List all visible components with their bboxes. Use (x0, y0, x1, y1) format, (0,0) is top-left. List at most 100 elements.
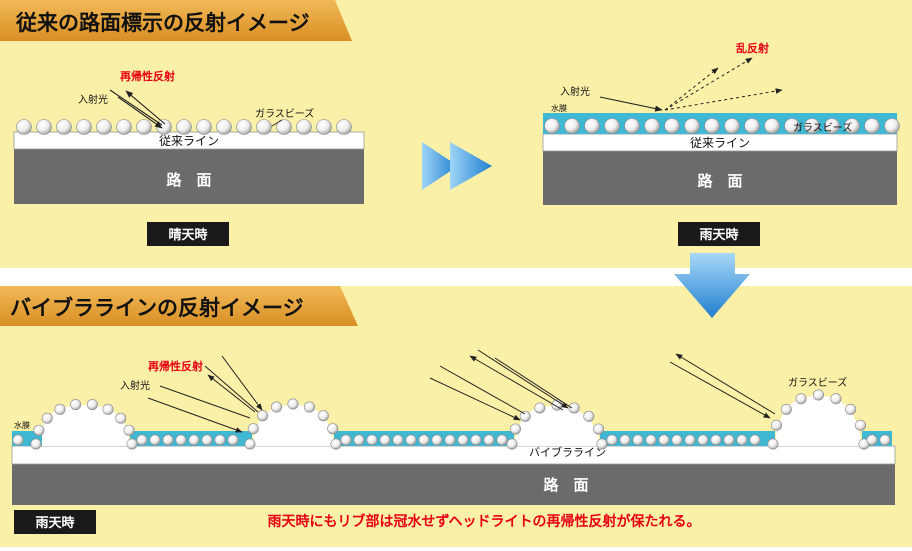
glass-bead (812, 389, 824, 401)
road-surface (12, 463, 895, 505)
glass-bead (697, 434, 709, 446)
retro-reflection-arrow (125, 90, 166, 125)
rib (775, 395, 862, 446)
glass-bead (196, 119, 212, 135)
glass-bead (216, 119, 232, 135)
incident-light-arrow (599, 96, 663, 112)
rainy-section: 路 面 従来ライン 乱反射 入射光 水膜 ガラスビーズ 雨天時 (542, 41, 900, 246)
line-label: バイブラライン (529, 445, 606, 459)
glass-bead (884, 118, 900, 134)
retro-label: 再帰性反射 (148, 359, 203, 373)
glass-bead (723, 434, 735, 446)
rainy-badge-text: 雨天時 (699, 227, 738, 243)
rainy-badge-text: 雨天時 (35, 515, 74, 531)
beads-leader (271, 119, 283, 127)
rib (252, 404, 334, 446)
glass-bead (336, 119, 352, 135)
glass-bead (645, 434, 657, 446)
vibra-section: 路 面 バイブラライン (11, 349, 896, 534)
rib (514, 405, 600, 446)
glass-bead (102, 403, 114, 415)
glass-bead (830, 393, 842, 405)
line-label: 従来ライン (159, 134, 219, 148)
glass-bead (470, 434, 482, 446)
glass-bead (684, 434, 696, 446)
ray-pair (469, 349, 573, 411)
glass-bead (509, 423, 521, 435)
glass-bead (506, 438, 518, 450)
glass-bead (201, 434, 213, 446)
glass-bead (824, 118, 840, 134)
glass-bead (30, 438, 42, 450)
glass-bead (56, 119, 72, 135)
glass-beads-row (12, 389, 891, 450)
glass-bead (864, 118, 880, 134)
glass-bead (632, 434, 644, 446)
glass-bead (844, 118, 860, 134)
glass-bead (724, 118, 740, 134)
incident-label: 入射光 (120, 379, 150, 392)
glass-bead (123, 424, 135, 436)
glass-bead (303, 401, 315, 413)
glass-bead (256, 119, 272, 135)
sunny-badge (147, 222, 229, 246)
glass-bead (736, 434, 748, 446)
glass-bead (583, 410, 595, 422)
scatter-label: 乱反射 (736, 41, 769, 55)
beads-label: ガラスビーズ (793, 121, 852, 134)
glass-bead (596, 438, 608, 450)
top-title: 従来の路面標示の反射イメージ (15, 11, 310, 35)
glass-bead (749, 434, 761, 446)
vibra-line (11, 445, 896, 465)
water-film-label: 水膜 (551, 103, 567, 113)
glass-bead (244, 438, 256, 450)
glass-bead (710, 434, 722, 446)
glass-bead (12, 434, 24, 446)
glass-bead (149, 434, 161, 446)
road-surface (543, 150, 897, 205)
scatter-arrow (664, 57, 753, 111)
glass-bead (327, 423, 339, 435)
glass-bead (136, 119, 152, 135)
glass-bead (214, 434, 226, 446)
glass-bead (544, 118, 560, 134)
glass-bead (33, 424, 45, 436)
glass-bead (257, 410, 269, 422)
caption: 雨天時にもリブ部は冠水せずヘッドライトの再帰性反射が保たれる。 (267, 513, 700, 530)
glass-bead (54, 403, 66, 415)
scatter-arrow (664, 88, 783, 111)
glass-bead (86, 399, 98, 411)
glass-bead (644, 118, 660, 134)
water-film-label: 水膜 (14, 420, 30, 430)
glass-bead (764, 118, 780, 134)
glass-bead (519, 410, 531, 422)
scatter-arrow (664, 67, 719, 111)
glass-bead (584, 118, 600, 134)
glass-bead (619, 434, 631, 446)
incident-label: 入射光 (560, 85, 590, 98)
ray-pair (147, 385, 251, 433)
road-label: 路 面 (543, 476, 588, 494)
sunny-section: 路 面 従来ライン 再帰性反射 入射光 ガラスビーズ 晴天時 (13, 69, 365, 246)
glass-bead (41, 412, 53, 424)
glass-bead (379, 434, 391, 446)
glass-bead (340, 434, 352, 446)
glass-bead (227, 434, 239, 446)
glass-bead (317, 410, 329, 422)
glass-bead (606, 434, 618, 446)
glass-bead (316, 119, 332, 135)
incident-light-line (109, 89, 163, 126)
glass-bead (126, 438, 138, 450)
line-label: 従来ライン (690, 136, 750, 150)
glass-beads-row (544, 118, 900, 134)
glass-bead (564, 118, 580, 134)
glass-beads-row (16, 119, 352, 135)
glass-bead (879, 434, 891, 446)
glass-bead (271, 401, 283, 413)
road-surface (14, 148, 364, 204)
beads-label: ガラスビーズ (788, 376, 847, 389)
glass-bead (366, 434, 378, 446)
glass-bead (176, 119, 192, 135)
